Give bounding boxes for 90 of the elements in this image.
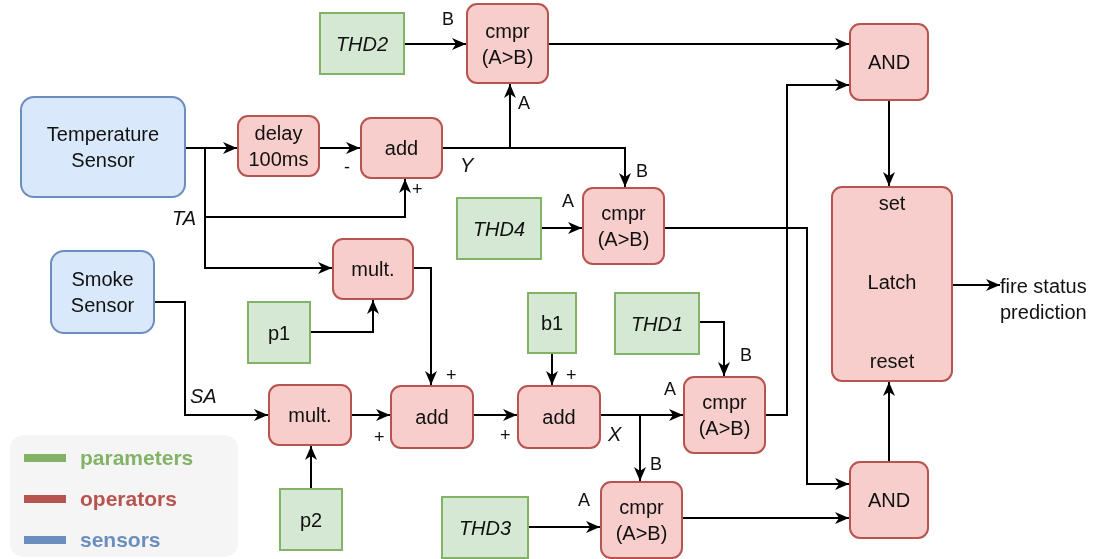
port-label: B [636, 162, 648, 180]
node-label: p1 [267, 320, 291, 346]
port-label: B [740, 346, 752, 364]
operator-box [849, 461, 929, 539]
node-label: set [878, 191, 906, 216]
operator-box [600, 481, 683, 559]
port-label: A [578, 491, 590, 509]
node-label: p2 [299, 507, 323, 533]
node-label: add [384, 136, 419, 161]
arrow [310, 299, 379, 333]
node-label: reset [869, 349, 915, 374]
parameter-box [614, 292, 700, 355]
port-label: TA [172, 208, 197, 228]
arrow [404, 38, 467, 50]
port-label: X [608, 424, 622, 444]
operator-box [332, 238, 414, 300]
arrow [546, 353, 558, 386]
node-label: THD4 [472, 216, 526, 242]
node-label: add [415, 405, 449, 430]
port-label: - [344, 158, 350, 176]
node-label: Smoke Sensor [69, 267, 136, 318]
node-label: THD1 [630, 311, 684, 337]
sensor-box [20, 96, 186, 198]
output-label: fire status prediction [1000, 274, 1088, 325]
operator-box [466, 3, 549, 84]
arrow [664, 227, 850, 490]
operator-box [683, 376, 766, 454]
port-label: + [566, 366, 577, 384]
port-label: SA [190, 386, 217, 406]
arrow [528, 521, 601, 533]
arrow [319, 142, 361, 154]
arrow [883, 100, 895, 187]
arrow [548, 38, 850, 50]
node-label: mult. [351, 257, 395, 282]
arrow [883, 381, 895, 462]
port-label: + [374, 428, 385, 446]
arrow [185, 147, 333, 274]
arrow [473, 409, 518, 421]
operator-box [268, 384, 352, 446]
node-label: Latch [867, 270, 917, 295]
port-label: + [412, 180, 423, 198]
arrow [154, 301, 269, 421]
parameter-box [319, 12, 405, 75]
operator-box [517, 385, 601, 449]
node-label: AND [867, 488, 911, 513]
arrow [682, 512, 850, 524]
arrow [952, 279, 1001, 291]
port-label: A [664, 380, 676, 398]
port-label: + [500, 426, 511, 444]
node-label: b1 [540, 311, 564, 336]
sensor-box [50, 250, 155, 334]
parameter-box [441, 496, 529, 559]
parameter-box [279, 488, 343, 551]
port-label: + [446, 366, 457, 384]
arrow [600, 414, 646, 482]
port-label: B [650, 455, 662, 473]
arrow [351, 409, 391, 421]
arrow [442, 147, 631, 188]
node-label: THD2 [335, 31, 389, 57]
port-label: B [442, 10, 454, 28]
operator-box [237, 115, 320, 177]
parameter-box [456, 197, 542, 260]
legend-label: sensors [80, 528, 161, 552]
node-label: Temperature Sensor [45, 122, 161, 173]
port-label: A [518, 94, 530, 112]
node-label: mult. [288, 403, 332, 428]
node-label: add [542, 405, 576, 430]
operator-box [831, 186, 953, 382]
operator-box [390, 385, 474, 449]
operator-box [582, 187, 665, 265]
arrow [541, 222, 583, 234]
arrow [413, 267, 437, 386]
node-label: cmpr (A>B) [596, 201, 651, 252]
node-label: cmpr (A>B) [697, 390, 752, 441]
port-label: Y [460, 155, 474, 175]
node-label: THD3 [458, 515, 512, 541]
parameter-box [527, 292, 577, 354]
legend-label: operators [80, 487, 177, 511]
operator-box [360, 117, 443, 179]
node-label: cmpr (A>B) [614, 495, 669, 546]
arrow [305, 445, 317, 489]
node-label: cmpr (A>B) [480, 18, 535, 70]
node-label: AND [867, 50, 911, 75]
legend-label: parameters [80, 446, 194, 470]
arrow [765, 79, 850, 416]
node-label: delay 100ms [247, 121, 310, 172]
operator-box [849, 23, 929, 101]
parameter-box [247, 301, 311, 364]
arrow [699, 321, 730, 377]
port-label: A [562, 192, 574, 210]
